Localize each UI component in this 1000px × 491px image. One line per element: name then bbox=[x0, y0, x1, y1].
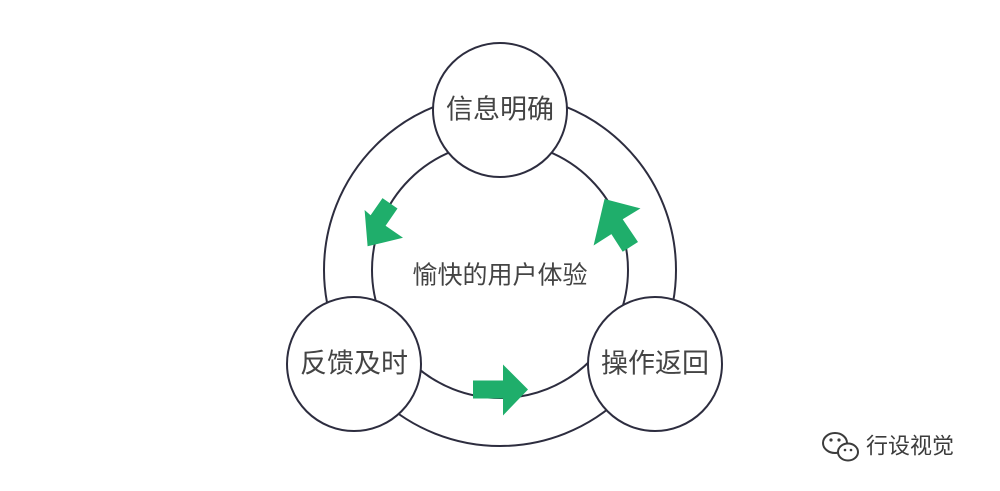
node-right-label: 操作返回 bbox=[601, 349, 709, 380]
node-top: 信息明确 bbox=[432, 42, 568, 178]
node-right: 操作返回 bbox=[587, 296, 723, 432]
watermark-text: 行设视觉 bbox=[866, 435, 954, 460]
wechat-icon bbox=[822, 432, 859, 462]
center-label: 愉快的用户体验 bbox=[412, 261, 587, 290]
node-left-label: 反馈及时 bbox=[300, 349, 408, 380]
flow-arrow-top-to-left bbox=[364, 198, 403, 247]
watermark: 行设视觉 bbox=[822, 432, 954, 462]
node-top-circle bbox=[432, 42, 568, 178]
node-left-circle bbox=[286, 296, 422, 432]
node-top-label: 信息明确 bbox=[446, 95, 554, 126]
flow-arrow-left-to-right bbox=[473, 364, 528, 416]
node-left: 反馈及时 bbox=[286, 296, 422, 432]
node-right-circle bbox=[587, 296, 723, 432]
flow-arrow-right-to-top bbox=[593, 199, 641, 252]
